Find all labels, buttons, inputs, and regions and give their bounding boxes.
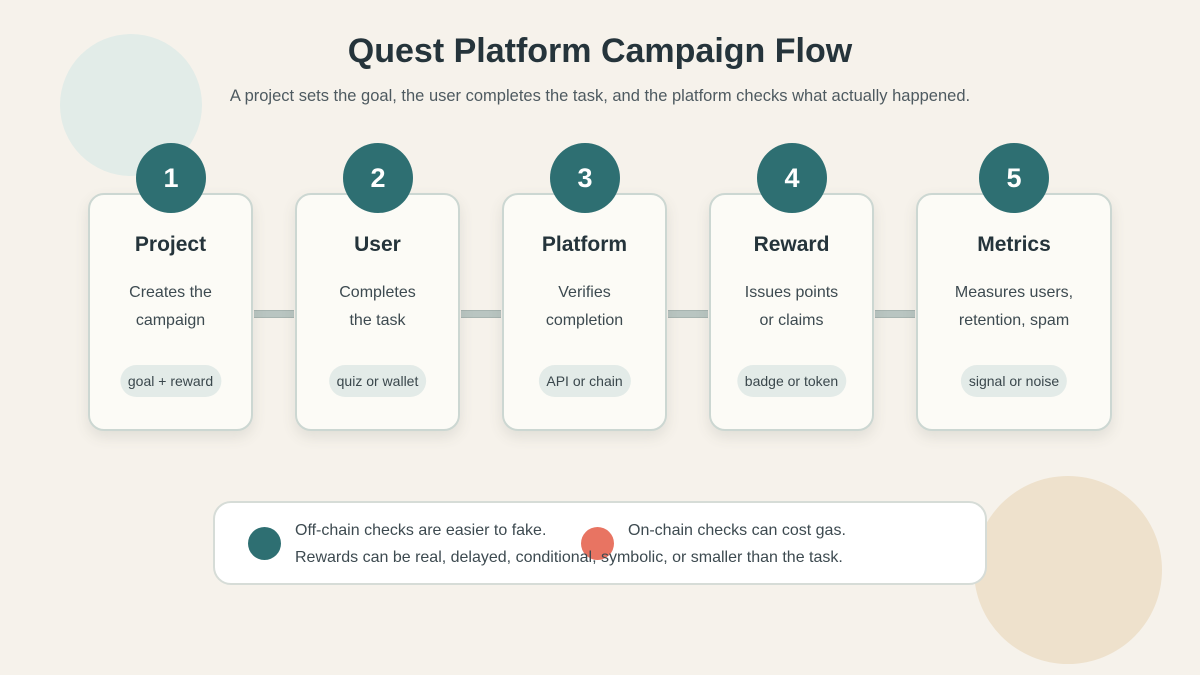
step-tag: badge or token xyxy=(736,365,847,397)
step-description-line: Measures users, xyxy=(954,284,1074,301)
step-tag: goal + reward xyxy=(119,365,222,397)
step-number-badge: 4 xyxy=(757,143,827,213)
connector-2-3 xyxy=(461,310,501,318)
step-description-line: retention, spam xyxy=(958,312,1070,329)
step-description-line: the task xyxy=(349,312,406,329)
step-title: Platform xyxy=(541,233,628,256)
step-description-line: Issues points xyxy=(744,284,839,301)
note-rewards: Rewards can be real, delayed, conditiona… xyxy=(295,549,843,566)
step-number-badge: 1 xyxy=(136,143,206,213)
step-number-badge: 3 xyxy=(550,143,620,213)
step-tag: quiz or wallet xyxy=(328,365,427,397)
page-title: Quest Platform Campaign Flow xyxy=(347,32,853,70)
step-number-badge: 5 xyxy=(979,143,1049,213)
note-offchain: Off-chain checks are easier to fake. xyxy=(295,522,547,539)
step-description: Creates the campaign xyxy=(90,279,251,335)
step-title: Reward xyxy=(753,233,830,256)
onchain-dot-icon xyxy=(581,527,614,560)
step-title: User xyxy=(354,233,401,256)
step-description-line: campaign xyxy=(135,312,206,329)
offchain-dot-icon xyxy=(248,527,281,560)
step-description-line: Creates the xyxy=(129,284,212,301)
page-subtitle: A project sets the goal, the user comple… xyxy=(229,87,971,105)
step-description-line: Completes xyxy=(339,284,416,301)
step-tag: API or chain xyxy=(538,365,631,397)
step-card-reward: Reward Issues points or claims badge or … xyxy=(709,193,874,431)
step-description: Completes the task xyxy=(297,279,458,335)
step-card-metrics: Metrics Measures users, retention, spam … xyxy=(916,193,1112,431)
step-card-platform: Platform Verifies completion API or chai… xyxy=(502,193,667,431)
step-description-line: Verifies xyxy=(558,284,611,301)
step-tag: signal or noise xyxy=(960,365,1068,397)
step-card-user: User Completes the task quiz or wallet xyxy=(295,193,460,431)
step-title: Project xyxy=(134,233,207,256)
connector-1-2 xyxy=(254,310,294,318)
connector-4-5 xyxy=(875,310,915,318)
connector-3-4 xyxy=(668,310,708,318)
step-title: Metrics xyxy=(977,233,1051,256)
decorative-circle-sand xyxy=(974,476,1162,664)
step-number-badge: 2 xyxy=(343,143,413,213)
step-description: Issues points or claims xyxy=(711,279,872,335)
step-description-line: or claims xyxy=(759,312,824,329)
step-description: Verifies completion xyxy=(504,279,665,335)
step-description-line: completion xyxy=(545,312,624,329)
step-card-project: Project Creates the campaign goal + rewa… xyxy=(88,193,253,431)
note-onchain: On-chain checks can cost gas. xyxy=(628,522,846,539)
step-description: Measures users, retention, spam xyxy=(918,279,1110,335)
